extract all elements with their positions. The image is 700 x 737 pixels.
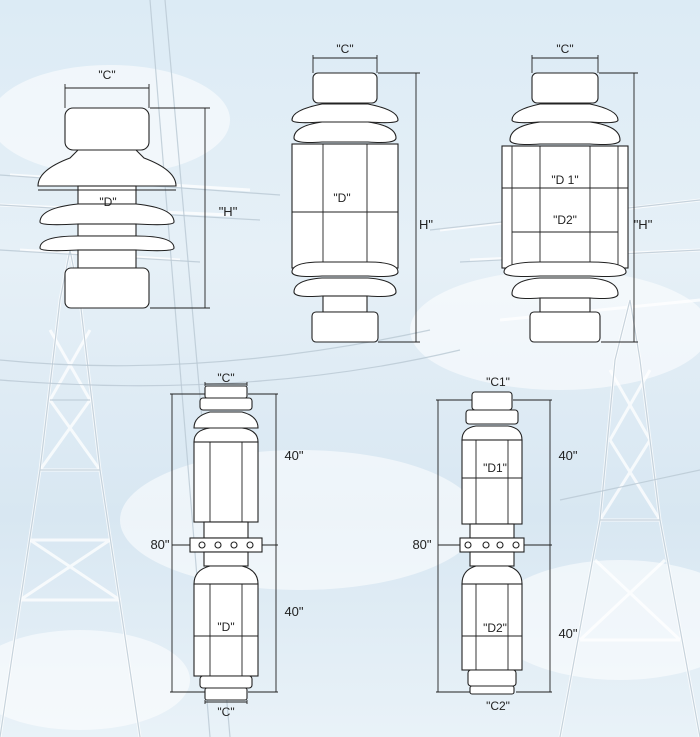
h-label: "H" [634, 217, 653, 232]
top-c-dimension-line [204, 382, 248, 386]
c-label: "C" [336, 42, 353, 56]
h-dimension-line [599, 72, 638, 343]
insulator-figure-2: "C" "D" H" [291, 42, 433, 343]
c-label: "C" [98, 68, 115, 82]
top-c1-label: "C1" [486, 375, 510, 389]
bottom-base [64, 267, 150, 309]
top-c-label: "C" [217, 371, 234, 385]
total-height-label: 80" [412, 537, 431, 552]
bottom-shed-2 [511, 277, 619, 300]
upper-height-label: 40" [558, 448, 577, 463]
upper-body [193, 441, 259, 523]
c-dimension-line [64, 84, 150, 108]
bolt [496, 541, 504, 549]
top-shed-1 [291, 103, 399, 124]
d-label: "D" [217, 620, 234, 634]
top-cap [312, 72, 378, 104]
bottom-base [311, 311, 379, 343]
d2-label: "D2" [553, 213, 577, 227]
lower-shed-1 [193, 565, 259, 585]
h-dimension-line [378, 72, 420, 343]
section-height-dimension-line [248, 393, 278, 693]
total-height-dimension-line [170, 393, 205, 693]
body [501, 145, 629, 269]
lower-shed-1 [461, 565, 523, 585]
top-shed [37, 149, 177, 187]
c-label: "C" [556, 42, 573, 56]
lower-height-label: 40" [284, 604, 303, 619]
lower-shed [39, 235, 175, 252]
bolt [214, 541, 222, 549]
h-label: "H" [219, 204, 238, 219]
bottom-base [529, 311, 601, 343]
bottom-shed-2 [293, 277, 397, 298]
bottom-shed-1 [291, 261, 399, 278]
h-dimension-line [150, 107, 210, 309]
lower-body [461, 583, 523, 671]
bolt [512, 541, 520, 549]
top-shed-1 [511, 103, 619, 124]
d2-label: "D2" [483, 621, 507, 635]
bottom-shed-1 [503, 261, 627, 278]
bottom-cap [469, 685, 515, 695]
top-cap [531, 72, 599, 104]
d-label: "D" [99, 195, 116, 209]
insulator-figure-4: "C" "C" "D" 40" 40" 80" [150, 371, 303, 719]
middle-shed [39, 203, 175, 226]
upper-shed-1 [193, 411, 259, 429]
upper-height-label: 40" [284, 448, 303, 463]
d-label: "D" [333, 191, 350, 205]
bottom-c-label: "C" [217, 705, 234, 719]
upper-shed-1 [461, 425, 523, 441]
top-cap [204, 385, 248, 399]
bolt [198, 541, 206, 549]
bolt [230, 541, 238, 549]
insulator-figure-5: "C1" "C2" "D1" "D2" 40" 40" 80" [412, 375, 577, 713]
top-cap [471, 391, 513, 411]
bottom-c-dimension-line [204, 700, 248, 704]
section-height-dimension-line [513, 399, 552, 693]
d1-label: "D1" [483, 461, 507, 475]
lower-height-label: 40" [558, 626, 577, 641]
bottom-c2-label: "C2" [486, 699, 510, 713]
top-cap [64, 107, 150, 151]
upper-body [461, 439, 523, 525]
insulator-figure-1: "C" "D" "H" [37, 68, 238, 309]
d1-label: "D 1" [551, 173, 578, 187]
bolt [246, 541, 254, 549]
bolt [482, 541, 490, 549]
body [291, 143, 399, 269]
h-label: H" [419, 217, 433, 232]
c-dimension-line [312, 55, 378, 73]
insulator-figure-3: "C" "D 1" "D2" "H" [501, 42, 653, 343]
total-height-dimension-line [436, 399, 472, 693]
bolt [464, 541, 472, 549]
top-shed-2 [509, 121, 621, 146]
upper-shed-2 [193, 427, 259, 443]
c-dimension-line [531, 55, 599, 73]
top-shed-2 [293, 121, 397, 144]
bottom-cap [204, 687, 248, 701]
total-height-label: 80" [150, 537, 169, 552]
